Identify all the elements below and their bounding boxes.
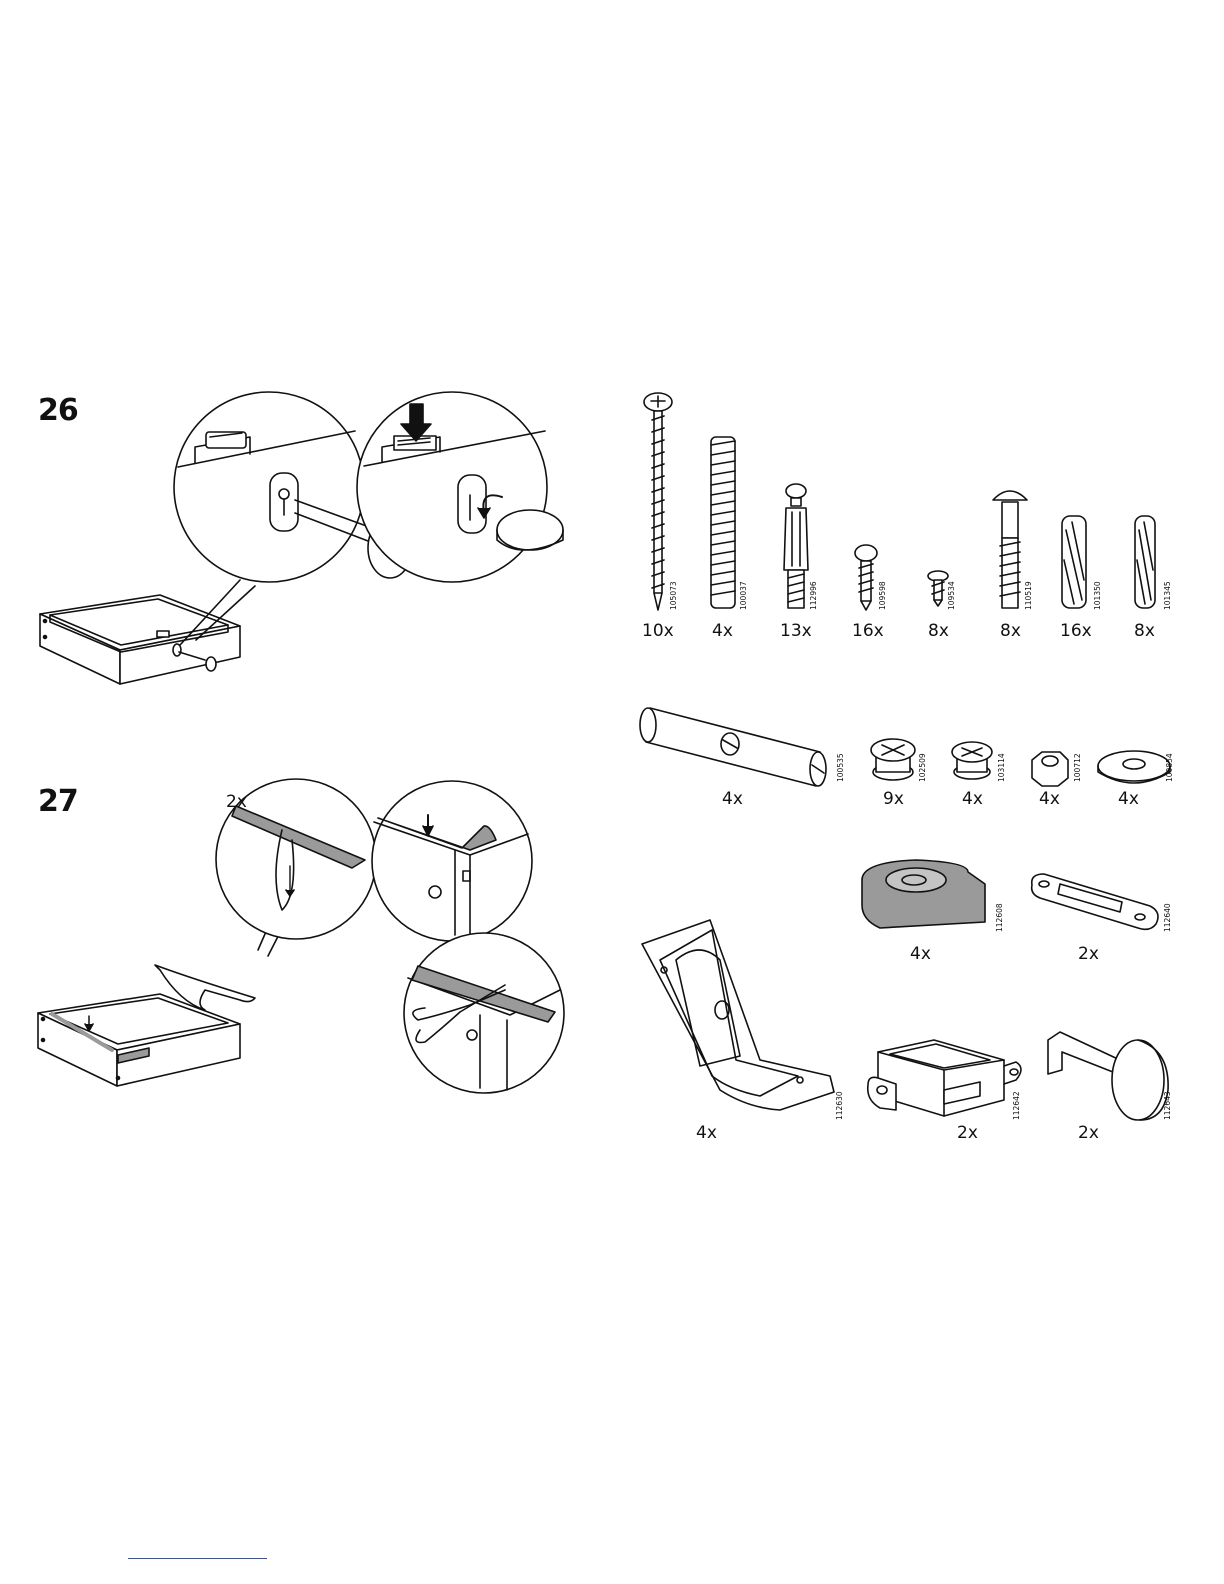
- part-code: 101345: [1163, 581, 1172, 610]
- part-cam-lock-102509: [871, 739, 915, 780]
- part-code: 109598: [878, 581, 887, 610]
- part-code: 110519: [1024, 581, 1033, 610]
- part-code: 105073: [669, 581, 678, 610]
- part-code: 112608: [995, 903, 1004, 932]
- part-qty: 13x: [780, 621, 812, 641]
- part-bolt-110519: [993, 491, 1027, 608]
- part-qty: 4x: [696, 1123, 717, 1143]
- footer-link-underline[interactable]: [128, 1558, 267, 1559]
- part-latch-112642: [868, 1040, 1021, 1116]
- part-qty: 2x: [1078, 944, 1099, 964]
- part-screw-109534: [928, 571, 948, 606]
- part-code: 102509: [918, 753, 927, 782]
- part-code: 112642: [1012, 1091, 1021, 1120]
- part-washer-100854: [1098, 751, 1170, 783]
- step26-detail-circle-2: [357, 392, 563, 582]
- part-code: 109534: [947, 581, 956, 610]
- step26-drawer-illustration: [40, 580, 255, 684]
- part-code: 100535: [836, 753, 845, 782]
- part-qty: 8x: [928, 621, 949, 641]
- part-code: 112996: [809, 581, 818, 610]
- part-key-112643: [1048, 1032, 1168, 1120]
- part-qty: 16x: [1060, 621, 1092, 641]
- part-screw-105073: [644, 393, 672, 610]
- part-plate-112640: [1032, 874, 1158, 929]
- part-cam-bolt-112996: [784, 484, 808, 608]
- part-bracket-112630: [642, 920, 834, 1110]
- part-code: 112643: [1163, 1091, 1172, 1120]
- part-code: 103114: [997, 753, 1006, 782]
- part-qty: 2x: [957, 1123, 978, 1143]
- part-qty: 4x: [1118, 789, 1139, 809]
- part-code: 112640: [1163, 903, 1172, 932]
- tape-count-label: 2x: [226, 792, 247, 812]
- part-code: 112630: [835, 1091, 844, 1120]
- part-code: 100854: [1165, 753, 1174, 782]
- part-qty: 10x: [642, 621, 674, 641]
- part-qty: 4x: [910, 944, 931, 964]
- part-qty: 4x: [962, 789, 983, 809]
- part-dowel-101350: [1062, 516, 1086, 608]
- part-cam-lock-103114: [952, 742, 992, 779]
- step-number-26: 26: [38, 393, 78, 428]
- step-number-27: 27: [38, 784, 78, 819]
- part-qty: 9x: [883, 789, 904, 809]
- part-qty: 2x: [1078, 1123, 1099, 1143]
- part-hex-nut-100712: [1032, 752, 1068, 786]
- part-qty: 4x: [712, 621, 733, 641]
- part-code: 100712: [1073, 753, 1082, 782]
- step27-detail-circle-3: [404, 933, 564, 1093]
- part-cross-dowel-100535: [640, 708, 826, 786]
- part-code: 100037: [739, 581, 748, 610]
- part-screw-109598: [855, 545, 877, 610]
- part-qty: 8x: [1134, 621, 1155, 641]
- part-threaded-rod-100037: [711, 437, 735, 608]
- part-qty: 8x: [1000, 621, 1021, 641]
- part-dowel-101345: [1135, 516, 1155, 608]
- step27-detail-circle-2: [372, 781, 532, 941]
- part-qty: 16x: [852, 621, 884, 641]
- part-qty: 4x: [722, 789, 743, 809]
- part-qty: 4x: [1039, 789, 1060, 809]
- part-tape-roll-112608: [862, 860, 985, 928]
- part-code: 101350: [1093, 581, 1102, 610]
